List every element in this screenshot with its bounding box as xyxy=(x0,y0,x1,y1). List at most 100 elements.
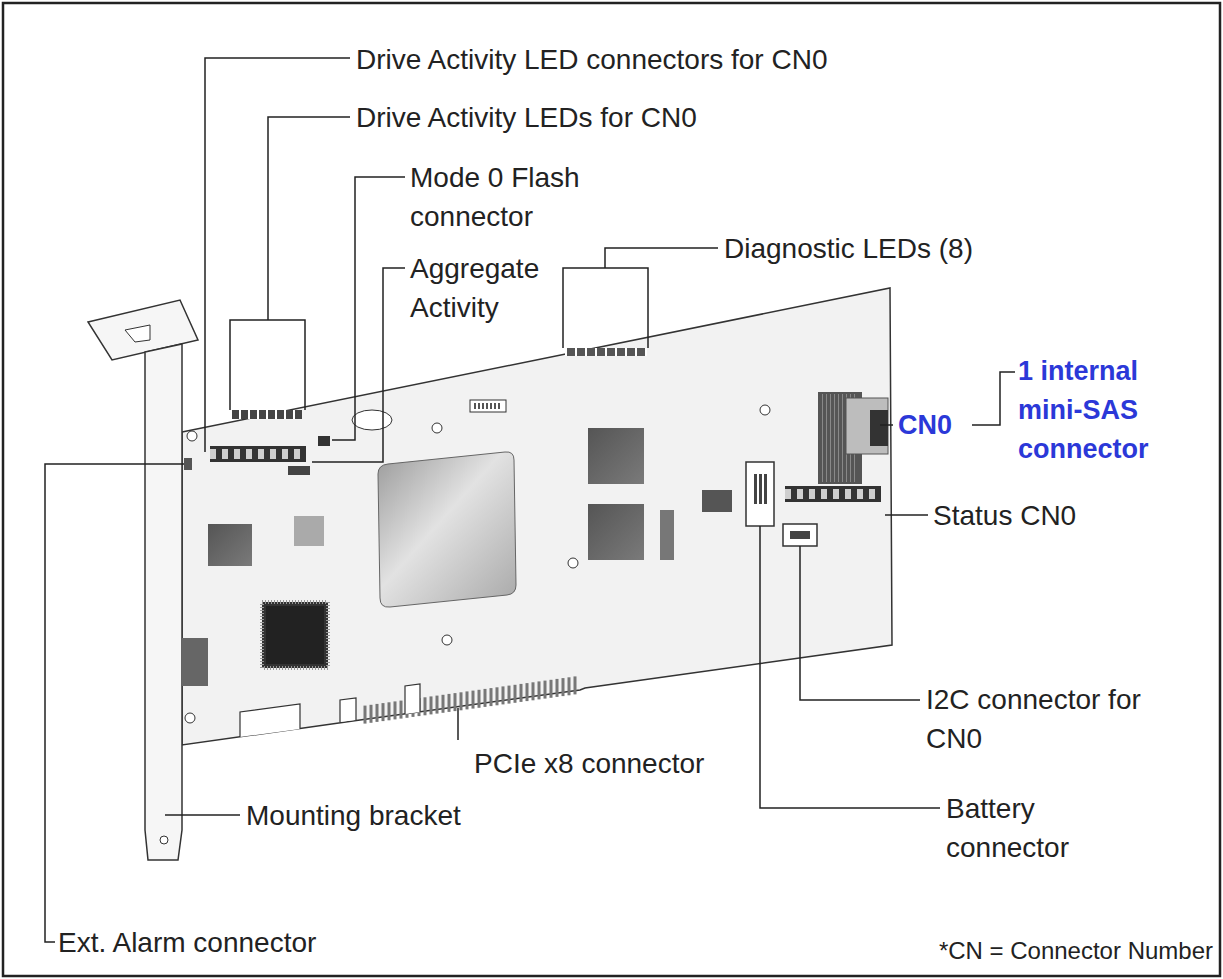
gold-finger xyxy=(448,694,451,712)
led-pins xyxy=(210,449,306,459)
diagnostic-led-row xyxy=(565,348,647,356)
i2c-pins xyxy=(790,531,810,539)
bracket xyxy=(230,320,305,410)
outer-frame xyxy=(3,3,1220,976)
gold-finger xyxy=(424,697,427,715)
leader-line xyxy=(268,117,350,320)
mount-hole xyxy=(185,713,195,723)
board-notch xyxy=(340,698,356,722)
leader-line xyxy=(880,424,893,426)
gold-finger xyxy=(502,686,505,704)
oval-cutout xyxy=(352,410,392,430)
gold-finger xyxy=(556,679,559,697)
leader-line xyxy=(605,248,718,268)
gold-finger xyxy=(508,686,511,704)
gold-finger xyxy=(472,691,475,709)
battery-pin-gaps xyxy=(752,474,768,504)
gold-finger xyxy=(400,701,403,719)
callout-label: Mode 0 Flash connector xyxy=(410,158,630,236)
alarm-connector xyxy=(184,458,192,470)
callout-label: CN0 xyxy=(898,406,978,445)
gold-finger xyxy=(478,690,481,708)
leader-line xyxy=(972,372,1015,425)
leader-line xyxy=(885,514,928,516)
board-notch xyxy=(405,684,420,714)
gold-finger xyxy=(544,681,547,699)
gold-finger xyxy=(370,705,373,723)
leader-line xyxy=(45,464,184,942)
gold-finger xyxy=(382,703,385,721)
chip xyxy=(702,490,732,512)
chip xyxy=(182,638,208,686)
led-connector-row xyxy=(210,446,306,462)
leader-line xyxy=(312,268,405,462)
callout-label: Mounting bracket xyxy=(246,796,566,835)
gold-finger xyxy=(562,678,565,696)
chip xyxy=(208,524,252,566)
leader-lines xyxy=(45,58,1015,942)
gold-finger xyxy=(364,706,367,724)
bracket xyxy=(563,268,648,348)
mount-hole xyxy=(442,635,452,645)
led-gaps xyxy=(230,410,302,419)
gold-finger xyxy=(430,696,433,714)
gold-finger xyxy=(436,696,439,714)
memory-chip xyxy=(588,428,644,484)
footnote: *CN = Connector Number xyxy=(793,936,1213,966)
processor-chip xyxy=(262,602,328,668)
gold-finger xyxy=(466,691,469,709)
leader-line xyxy=(332,177,405,440)
gold-finger xyxy=(394,701,397,719)
memory-chip xyxy=(588,504,644,560)
gold-finger xyxy=(568,677,571,695)
gold-finger xyxy=(520,684,523,702)
bracket-slot xyxy=(125,325,150,342)
pcb-board xyxy=(182,288,892,745)
gold-finger xyxy=(532,682,535,700)
gold-finger xyxy=(514,685,517,703)
gold-finger xyxy=(460,692,463,710)
gold-finger xyxy=(526,683,529,701)
callout-label: I2C connector for CN0 xyxy=(926,680,1161,758)
mount-hole xyxy=(187,431,197,441)
callout-label: Battery connector xyxy=(946,789,1121,867)
callout-label: Status CN0 xyxy=(933,496,1193,535)
callout-label: Drive Activity LEDs for CN0 xyxy=(356,98,876,137)
callout-label: Drive Activity LED connectors for CN0 xyxy=(356,40,996,79)
callout-label: PCIe x8 connector xyxy=(474,744,804,783)
board-notch xyxy=(240,704,300,737)
mount-hole xyxy=(760,405,770,415)
mount-hole xyxy=(432,423,442,433)
bracket-hole xyxy=(160,836,168,844)
mini-sas-port xyxy=(870,410,888,446)
gold-finger xyxy=(484,689,487,707)
gold-finger xyxy=(496,687,499,705)
callout-label: 1 internal mini-SAS connector xyxy=(1018,352,1190,469)
gold-finger xyxy=(550,680,553,698)
processor-die xyxy=(266,606,324,664)
leader-line xyxy=(457,708,459,740)
led-row xyxy=(230,410,302,419)
header xyxy=(470,400,506,412)
leader-line xyxy=(800,546,920,700)
mini-sas-shell xyxy=(846,398,888,454)
gold-finger xyxy=(490,688,493,706)
callout-label: Diagnostic LEDs (8) xyxy=(724,229,1054,268)
i2c-connector xyxy=(783,524,817,546)
leader-line xyxy=(205,58,350,452)
battery-pins xyxy=(752,474,768,504)
led-gaps xyxy=(565,348,647,356)
gold-finger xyxy=(442,695,445,713)
pcie-fingers xyxy=(365,676,575,723)
aggregate-connector xyxy=(288,466,310,475)
callout-label: Ext. Alarm connector xyxy=(58,923,418,962)
mount-hole xyxy=(568,558,578,568)
gold-finger xyxy=(574,676,577,694)
leader-line xyxy=(165,814,240,816)
chip xyxy=(294,516,324,546)
chip xyxy=(660,510,674,560)
bracket-plate xyxy=(145,344,182,860)
flash-connector xyxy=(318,436,330,446)
gold-finger xyxy=(388,702,391,720)
